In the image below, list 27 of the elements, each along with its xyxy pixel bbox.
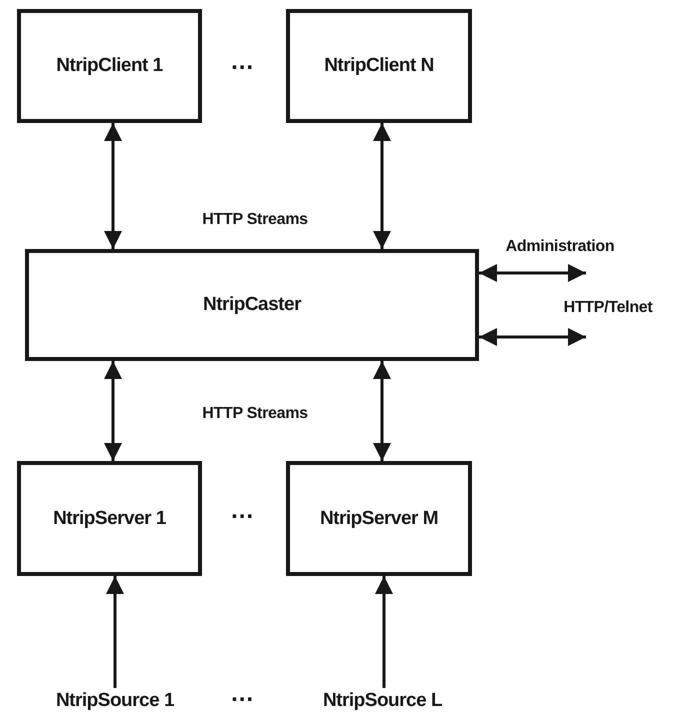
arrow [104, 361, 122, 461]
arrow [106, 576, 124, 688]
ellipsis: … [230, 48, 254, 76]
process-box [286, 9, 472, 123]
arrow [373, 361, 391, 461]
box-label: NtripClient N [324, 55, 434, 77]
box-label: NtripCaster [203, 294, 301, 316]
edge-label: Administration [506, 238, 614, 256]
process-box [286, 461, 472, 576]
process-box [17, 9, 202, 123]
arrow [479, 328, 586, 346]
stream-label: HTTP Streams [202, 405, 308, 423]
arrow [375, 576, 393, 688]
box-label: NtripServer M [320, 508, 438, 530]
ellipsis: … [230, 680, 254, 708]
stream-label: HTTP Streams [202, 211, 308, 229]
source-label: NtripSource L [322, 690, 442, 712]
box-label: NtripClient 1 [56, 55, 163, 77]
arrow [373, 123, 391, 249]
arrow [479, 264, 586, 282]
box-label: NtripServer 1 [53, 508, 166, 530]
process-box [25, 249, 479, 361]
arrow [104, 123, 122, 249]
edge-label: HTTP/Telnet [564, 299, 652, 317]
process-box [17, 461, 202, 576]
ellipsis: … [230, 497, 254, 525]
source-label: NtripSource 1 [56, 690, 174, 712]
